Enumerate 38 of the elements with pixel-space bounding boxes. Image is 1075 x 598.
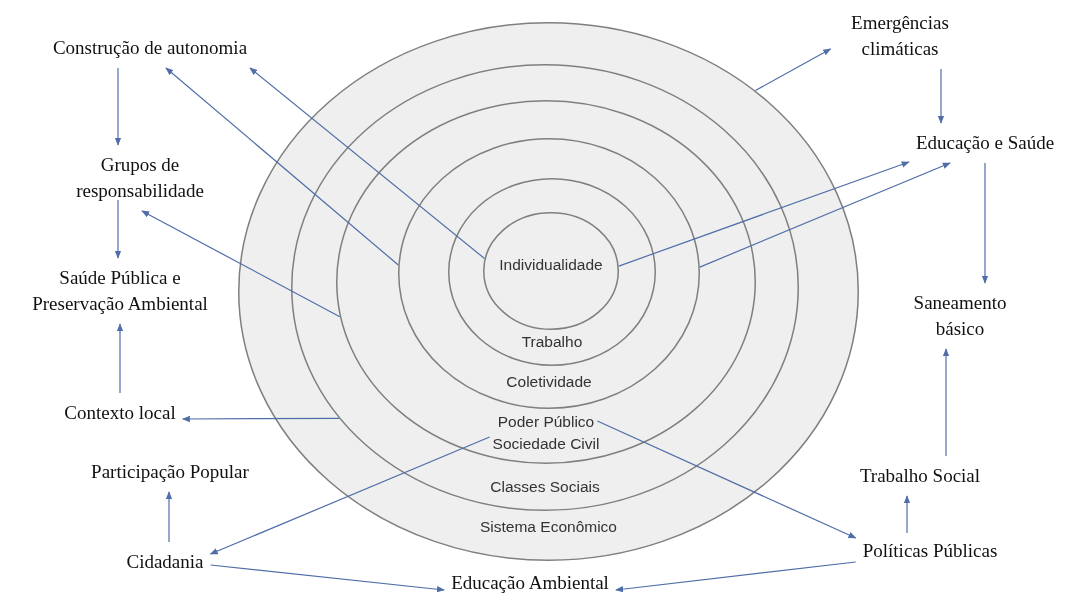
arrow	[618, 161, 910, 267]
arrow	[981, 162, 989, 284]
ring-label: Individualidade	[499, 256, 603, 274]
ring-label: Sistema Econômico	[480, 518, 617, 536]
ring-label: Classes Sociais	[490, 478, 600, 496]
concept-label: Emergências climáticas	[837, 10, 963, 62]
concept-label: Cidadania	[126, 549, 204, 575]
arrow	[699, 162, 951, 268]
arrow	[165, 67, 399, 266]
ring-label: Coletividade	[506, 373, 592, 391]
ring-label: Sociedade Civil	[492, 435, 600, 453]
arrow	[249, 67, 486, 260]
arrow	[209, 436, 491, 555]
arrow	[141, 210, 341, 318]
arrow	[114, 199, 122, 259]
arrow	[596, 420, 857, 539]
arrow	[209, 564, 445, 593]
arrow	[754, 48, 832, 92]
arrow	[165, 491, 173, 543]
arrow	[942, 348, 950, 457]
concept-label: Educação Ambiental	[451, 570, 609, 596]
arrow	[615, 561, 857, 593]
concept-label: Grupos de responsabilidade	[52, 152, 228, 204]
ring-label: Poder Público	[497, 413, 595, 431]
arrow	[937, 68, 945, 124]
arrow	[903, 495, 911, 534]
concept-label: Trabalho Social	[859, 463, 981, 489]
concept-label: Saneamento básico	[897, 290, 1023, 342]
arrow	[116, 323, 124, 394]
arrow	[114, 67, 122, 146]
arrow	[181, 415, 340, 423]
ring-label: Trabalho	[521, 333, 583, 351]
concept-label: Contexto local	[64, 400, 176, 426]
concept-label: Saúde Pública e Preservação Ambiental	[4, 265, 236, 317]
concept-label: Construção de autonomia	[52, 35, 248, 61]
concept-label: Políticas Públicas	[862, 538, 998, 564]
concept-label: Participação Popular	[91, 459, 249, 485]
concept-label: Educação e Saúde	[915, 130, 1055, 156]
